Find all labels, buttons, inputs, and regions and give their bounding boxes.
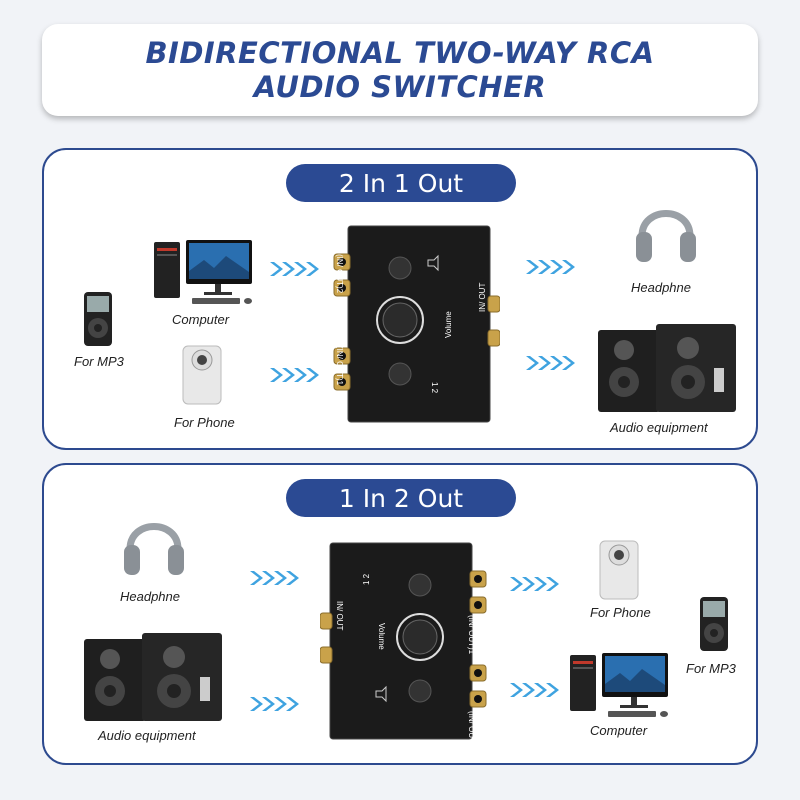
arrow-in-top-icon [270, 262, 319, 276]
device-port-label-inout: IN/ OUT [478, 282, 487, 312]
headphones-icon [636, 210, 696, 262]
label-computer: Computer [172, 312, 230, 327]
arrow-out-bottom-icon [526, 356, 575, 370]
arrow-out-top-icon [526, 260, 575, 274]
device-port-label-2: (IN/ OUT)2 [467, 711, 476, 751]
phone-icon [182, 345, 222, 405]
arrow-in-bottom-icon [270, 368, 319, 382]
arrow-out-bottom-icon [510, 683, 559, 697]
arrow-in-bottom-icon [250, 697, 299, 711]
panel-1-in-2-out: 1 In 2 Out Headphne Audio equipment [42, 463, 758, 765]
headphones-icon [124, 523, 184, 575]
label-phone: For Phone [590, 605, 651, 620]
device-switch-marks: 1 2 [430, 382, 439, 394]
device-switch-marks: 1 2 [362, 573, 371, 585]
device-port-label-2: (IN/ OUT)2 [335, 254, 344, 294]
label-mp3: For MP3 [74, 354, 124, 369]
audio-switcher-device [320, 542, 487, 740]
panel-heading: 2 In 1 Out [286, 164, 516, 202]
panel-heading: 1 In 2 Out [286, 479, 516, 517]
arrow-out-top-icon [510, 577, 559, 591]
mp3-player-icon [700, 597, 728, 651]
device-volume-label: Volume [377, 623, 386, 650]
title-line-2: AUDIO SWITCHER [253, 70, 547, 104]
label-computer: Computer [590, 723, 648, 738]
label-headphone: Headphne [120, 589, 180, 604]
device-volume-label: Volume [444, 311, 453, 338]
device-port-label-1: (IN/ OUT)1 [467, 615, 476, 655]
computer-icon [154, 240, 252, 304]
computer-icon [570, 653, 668, 717]
label-phone: For Phone [174, 415, 235, 430]
phone-icon [599, 540, 639, 600]
device-port-label-inout: IN/ OUT [335, 601, 344, 631]
speakers-icon [598, 324, 736, 412]
title-line-1: BIDIRECTIONAL TWO-WAY RCA [145, 36, 655, 70]
speakers-icon [84, 633, 222, 721]
arrow-in-top-icon [250, 571, 299, 585]
label-audio-equipment: Audio equipment [610, 420, 708, 435]
panel-2-in-1-out: 2 In 1 Out Computer For MP3 For Phone [42, 148, 758, 450]
audio-switcher-device [333, 225, 500, 423]
mp3-player-icon [84, 292, 112, 346]
label-headphone: Headphne [631, 280, 691, 295]
title-card: BIDIRECTIONAL TWO-WAY RCA AUDIO SWITCHER [42, 24, 758, 116]
label-mp3: For MP3 [686, 661, 736, 676]
device-port-label-1: (IN/ OUT)1 [335, 346, 344, 386]
label-audio-equipment: Audio equipment [98, 728, 196, 743]
